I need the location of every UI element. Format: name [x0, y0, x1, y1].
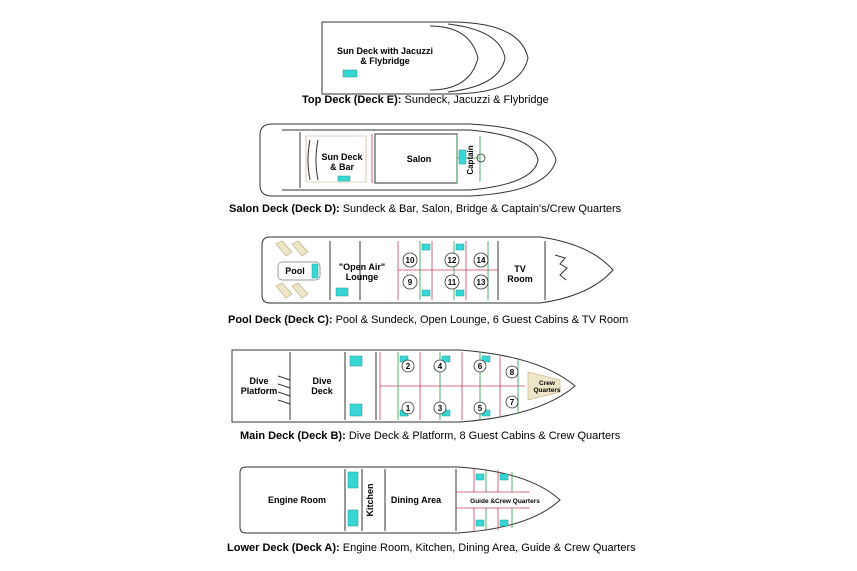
main-deck-caption-bold: Main Deck (Deck B): [240, 430, 346, 442]
dive-station-icon-2 [349, 403, 363, 417]
top-deck-label-2: & Flybridge [360, 56, 410, 66]
crew-quarters-label-1: Crew [539, 380, 556, 387]
captain-label: Captain [466, 145, 475, 174]
cabin-7-label: 7 [510, 398, 515, 407]
main-deck-caption: Main Deck (Deck B): Dive Deck & Platform… [240, 430, 620, 442]
main-deck-caption-text: Dive Deck & Platform, 8 Guest Cabins & C… [345, 430, 621, 442]
cabin-6-label: 6 [478, 362, 483, 371]
dive-deck-label-2: Deck [311, 386, 334, 396]
lower-deck-caption-text: Engine Room, Kitchen, Dining Area, Guide… [339, 542, 636, 554]
cabin-11-label: 11 [448, 278, 457, 287]
dive-platform-label-1: Dive [249, 376, 268, 386]
main-deck-plan: 2 4 6 8 1 3 5 7 Dive Platform Dive Deck … [231, 349, 576, 423]
sundeck-bar-label-1: Sun Deck [321, 152, 363, 162]
pool-deck-caption-text: Pool & Sundeck, Open Lounge, 6 Guest Cab… [332, 314, 629, 326]
top-deck-caption-bold: Top Deck (Deck E): [302, 94, 402, 106]
lounge-label-1: "Open Air" [339, 262, 385, 272]
pool-deck-caption: Pool Deck (Deck C): Pool & Sundeck, Open… [228, 314, 628, 326]
kitchen-label: Kitchen [365, 483, 375, 516]
dining-area-label: Dining Area [391, 495, 442, 505]
dive-station-icon-1 [349, 355, 363, 367]
pool-deck-plan: 10 12 14 9 11 13 Pool "Open Air" Lounge … [261, 236, 614, 304]
bar-fixture-icon [337, 175, 351, 182]
lounge-label-2: Lounge [346, 272, 379, 282]
pool-outline [277, 261, 321, 281]
bridge-console-icon [458, 149, 467, 165]
jacuzzi-icon [342, 69, 358, 78]
dive-platform-label-2: Platform [241, 386, 278, 396]
cabin-4-label: 4 [438, 362, 443, 371]
salon-deck-plan: Sun Deck & Bar Salon Captain [259, 123, 557, 197]
lower-deck-caption-bold: Lower Deck (Deck A): [227, 542, 340, 554]
pool-label: Pool [285, 266, 305, 276]
dive-deck-label-1: Dive [312, 376, 331, 386]
top-deck-caption: Top Deck (Deck E): Sundeck, Jacuzzi & Fl… [302, 94, 549, 106]
cabin-9-label: 9 [408, 278, 413, 287]
cabin-10-label: 10 [406, 256, 415, 265]
top-deck-plan: Sun Deck with Jacuzzi & Flybridge [321, 21, 529, 95]
cabin-1-label: 1 [406, 404, 411, 413]
pool-deck-caption-bold: Pool Deck (Deck C): [228, 314, 333, 326]
salon-deck-caption-text: Sundeck & Bar, Salon, Bridge & Captain's… [339, 203, 622, 215]
tv-room-label-2: Room [507, 274, 533, 284]
top-deck-caption-text: Sundeck, Jacuzzi & Flybridge [401, 94, 549, 106]
cabin-14-label: 14 [477, 256, 486, 265]
engine-room-label: Engine Room [268, 495, 326, 505]
cabin-2-label: 2 [406, 362, 411, 371]
tv-room-label-1: TV [514, 264, 526, 274]
crew-quarters-area [527, 371, 561, 401]
kitchen-counter-icon-1 [347, 471, 359, 489]
guide-crew-quarters-label: Guide &Crew Quarters [470, 498, 540, 505]
lower-deck-caption: Lower Deck (Deck A): Engine Room, Kitche… [227, 542, 636, 554]
cabin-8-label: 8 [510, 368, 515, 377]
bow-stairs-icon [554, 254, 568, 281]
cabin-5-label: 5 [478, 404, 483, 413]
cabin-12-label: 12 [448, 256, 457, 265]
pool-steps-icon [311, 263, 319, 279]
top-deck-label-1: Sun Deck with Jacuzzi [337, 46, 433, 56]
salon-deck-caption: Salon Deck (Deck D): Sundeck & Bar, Salo… [229, 203, 621, 215]
kitchen-counter-icon-2 [347, 509, 359, 527]
cabin-3-label: 3 [438, 404, 443, 413]
sundeck-bar-label-2: & Bar [330, 162, 355, 172]
platform-steps-icon [277, 375, 291, 405]
lounge-fixture-icon [335, 287, 349, 297]
cabin-13-label: 13 [477, 278, 486, 287]
lower-deck-plan: Engine Room Kitchen Dining Area Guide &C… [239, 466, 561, 534]
salon-deck-caption-bold: Salon Deck (Deck D): [229, 203, 340, 215]
salon-label: Salon [407, 154, 432, 164]
helm-wheel-icon [476, 153, 486, 163]
crew-quarters-label-2: Quarters [533, 387, 560, 394]
